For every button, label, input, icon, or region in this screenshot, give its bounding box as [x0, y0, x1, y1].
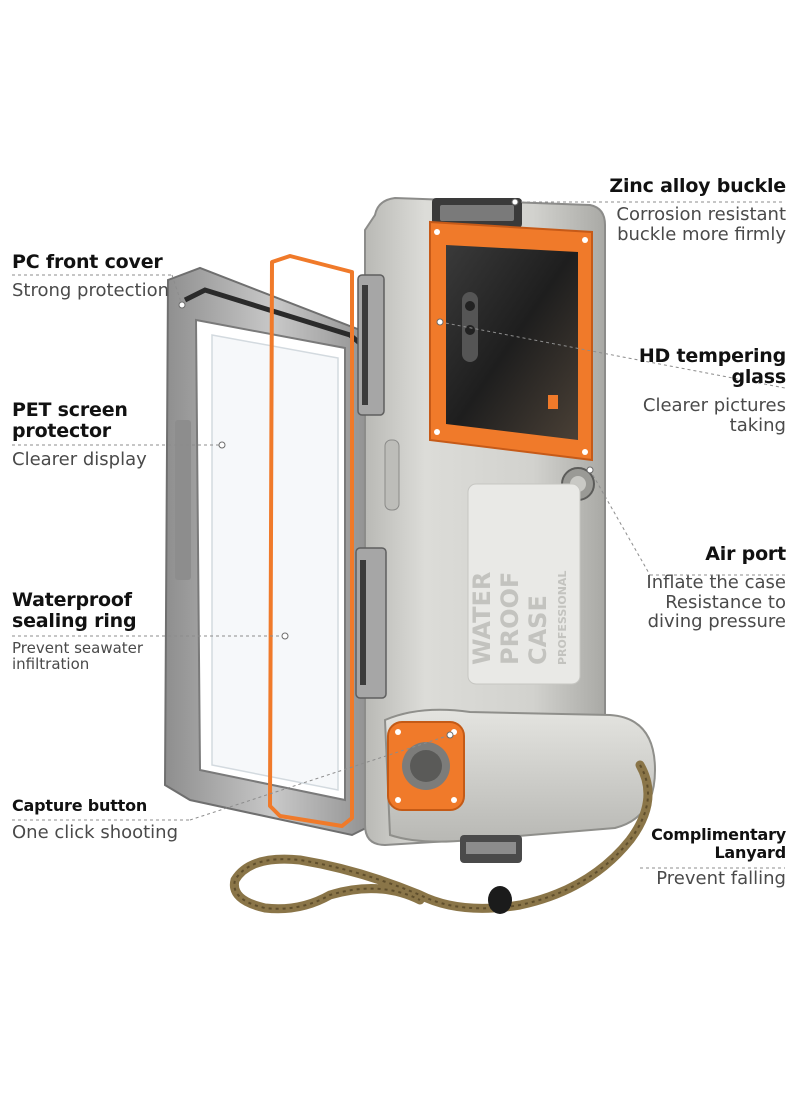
callout-lines — [12, 201, 786, 869]
hd-glass-callout: HD tempering glass Clearer pictures taki… — [639, 346, 786, 435]
lanyard-desc: Prevent falling — [656, 868, 786, 890]
capture-button-title: Capture button — [12, 796, 148, 815]
pet-protector-desc: Clearer display — [12, 448, 147, 470]
hd-glass-title: HD tempering glass — [638, 345, 786, 388]
sealing-ring-callout: Waterproof sealing ring Prevent seawater… — [12, 590, 143, 673]
hd-glass-desc: Clearer pictures taking — [642, 394, 786, 436]
pc-cover-title: PC front cover — [12, 251, 163, 273]
zinc-buckle-title: Zinc alloy buckle — [609, 175, 786, 197]
lanyard — [229, 760, 653, 914]
pet-protector-title: PET screen protector — [12, 399, 128, 442]
case-print-line-1: WATER — [468, 572, 496, 665]
pc-cover-desc: Strong protection — [12, 279, 170, 301]
lanyard-callout: Complimentary Lanyard Prevent falling — [651, 826, 786, 889]
lanyard-title: Complimentary Lanyard — [651, 825, 786, 862]
sealing-ring — [268, 254, 354, 828]
case-print-line-2: PROOF — [496, 572, 524, 665]
air-port-desc: Inflate the case Resistance to diving pr… — [646, 571, 786, 633]
pet-screen-protector — [211, 334, 339, 791]
air-port-callout: Air port Inflate the case Resistance to … — [646, 544, 786, 632]
capture-button-callout: Capture button One click shooting — [12, 797, 178, 842]
sealing-ring-desc: Prevent seawater infiltration — [12, 638, 144, 674]
capture-button-desc: One click shooting — [12, 821, 179, 843]
air-port-title: Air port — [705, 543, 786, 565]
case-print-line-4: PROFESSIONAL — [556, 571, 569, 665]
pet-protector-callout: PET screen protector Clearer display — [12, 400, 147, 470]
zinc-buckle-desc: Corrosion resistant buckle more firmly — [616, 203, 786, 245]
sealing-ring-title: Waterproof sealing ring — [12, 589, 137, 632]
capture-button-graphic — [387, 721, 465, 811]
case-label-panel: WATER PROOF CASE PROFESSIONAL — [467, 483, 581, 685]
case-print-line-3: CASE — [524, 595, 552, 665]
zinc-buckle-callout: Zinc alloy buckle Corrosion resistant bu… — [609, 176, 786, 244]
callout-dots — [178, 198, 594, 739]
hd-glass-window — [429, 220, 593, 462]
pc-cover-callout: PC front cover Strong protection — [12, 252, 169, 301]
